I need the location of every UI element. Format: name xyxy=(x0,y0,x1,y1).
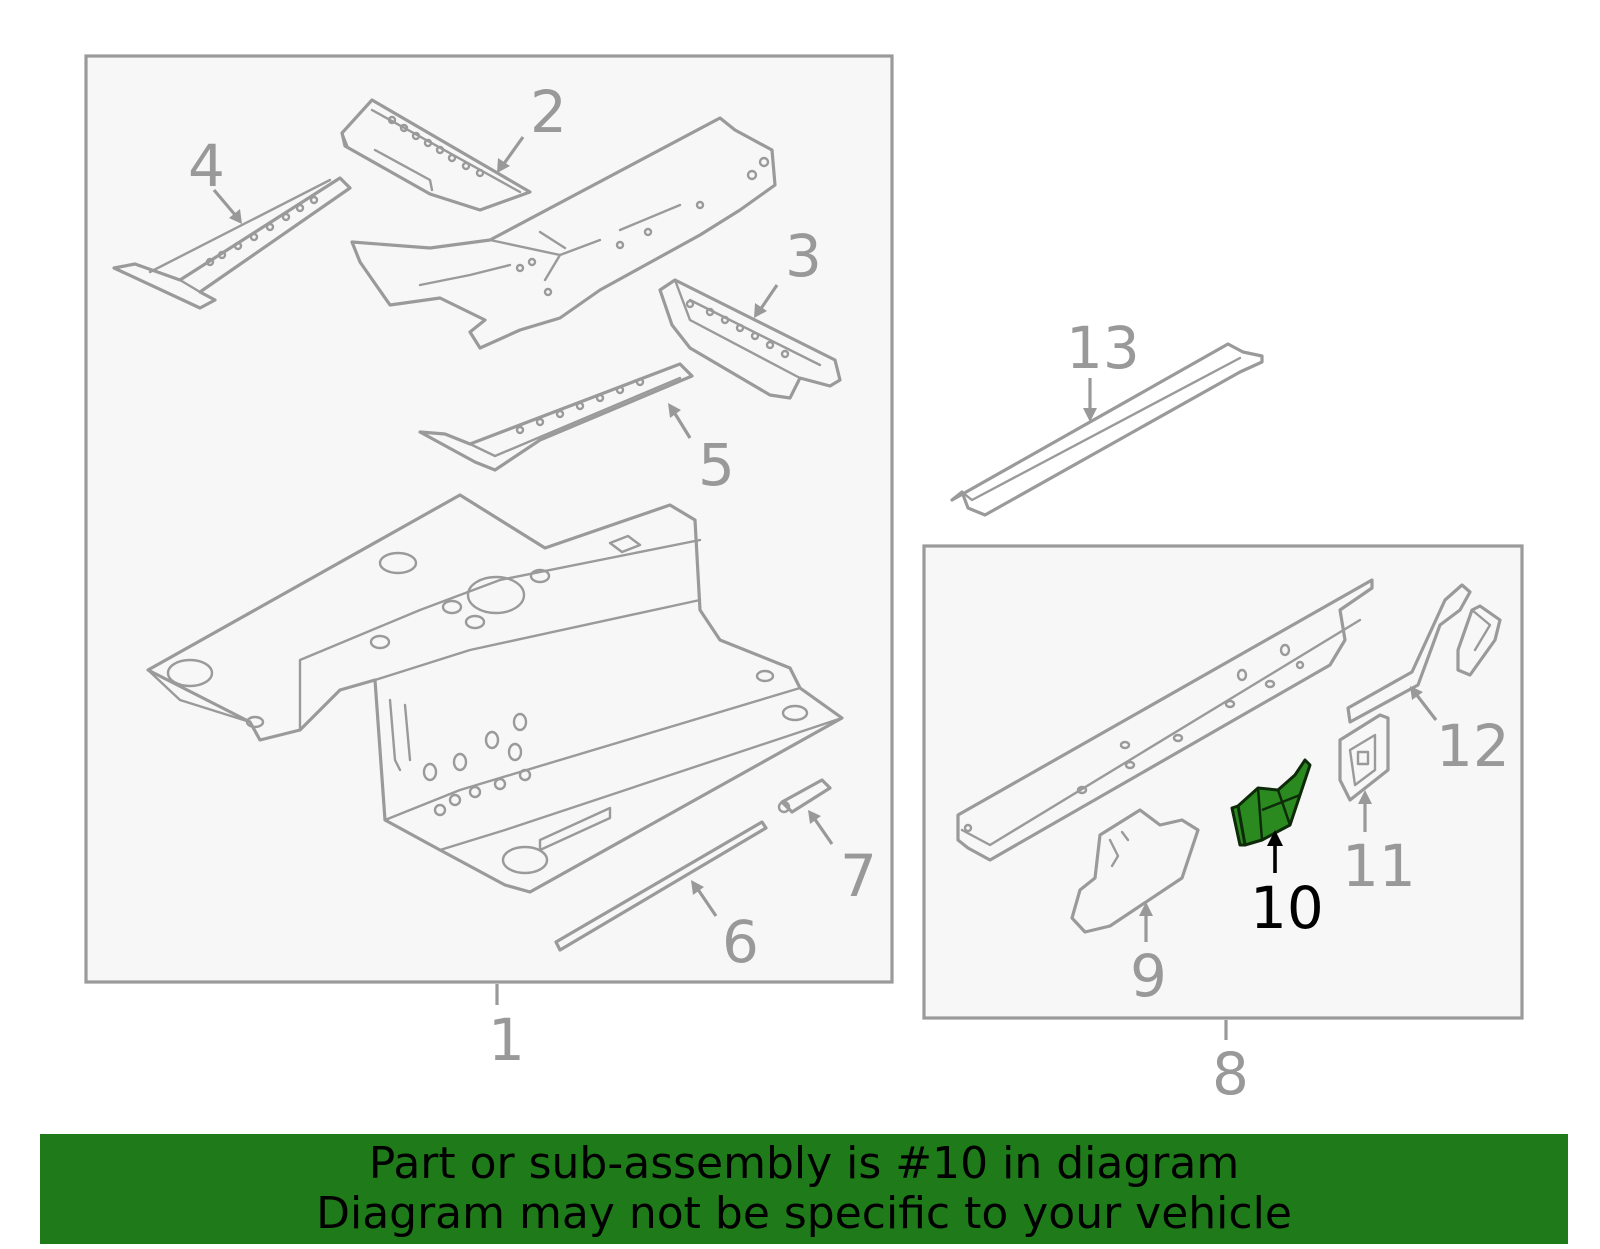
callout-5: 5 xyxy=(698,431,735,499)
part-tunnel-upper[interactable] xyxy=(350,116,777,350)
part-2[interactable] xyxy=(340,98,532,212)
part-13[interactable] xyxy=(950,342,1264,517)
callout-3: 3 xyxy=(785,222,822,290)
arrows xyxy=(212,136,1438,942)
callout-12: 12 xyxy=(1436,712,1510,780)
part-11[interactable] xyxy=(1338,713,1390,802)
arrow-10 xyxy=(1267,830,1283,873)
part-10-highlighted[interactable] xyxy=(1230,758,1312,847)
callout-13: 13 xyxy=(1066,314,1140,382)
callout-6: 6 xyxy=(722,908,759,976)
banner-line-1: Part or sub-assembly is #10 in diagram xyxy=(368,1138,1240,1189)
part-3[interactable] xyxy=(658,278,842,400)
callout-9: 9 xyxy=(1130,942,1167,1010)
callout-4: 4 xyxy=(188,132,225,200)
callout-8: 8 xyxy=(1212,1040,1249,1108)
part-4[interactable] xyxy=(112,176,352,310)
callout-1: 1 xyxy=(488,1006,525,1074)
part-8-rail[interactable] xyxy=(956,578,1374,862)
callout-10: 10 xyxy=(1250,874,1324,942)
part-5[interactable] xyxy=(418,362,694,472)
assembly-panel-1 xyxy=(84,54,894,984)
assembly-panel-8 xyxy=(922,544,1524,1020)
part-7[interactable] xyxy=(777,778,832,814)
callout-7: 7 xyxy=(840,842,877,910)
banner-line-2: Diagram may not be specific to your vehi… xyxy=(316,1188,1292,1239)
part-12[interactable] xyxy=(1346,583,1502,724)
callout-11: 11 xyxy=(1342,832,1416,900)
info-banner: Part or sub-assembly is #10 in diagram D… xyxy=(40,1134,1568,1244)
callout-2: 2 xyxy=(530,78,567,146)
part-1-floor-pan[interactable] xyxy=(146,493,844,894)
part-9[interactable] xyxy=(1070,808,1200,934)
part-6[interactable] xyxy=(554,820,768,952)
